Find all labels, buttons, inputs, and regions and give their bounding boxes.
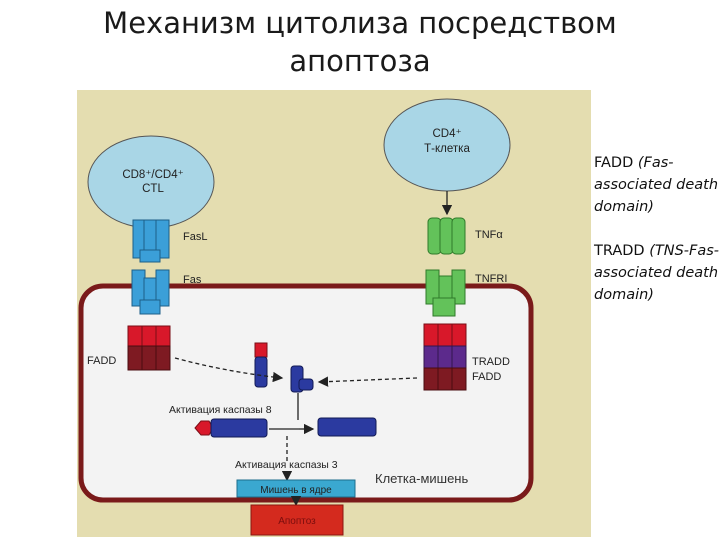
- tnf-trimer: TNFα: [427, 217, 503, 255]
- procaspase-3: [194, 417, 377, 438]
- cd4-t-cell: CD4⁺ Т-клетка: [383, 98, 511, 216]
- tnf-label: TNFα: [475, 229, 503, 241]
- tnfr-label: TNFRI: [475, 273, 507, 285]
- apoptosis-diagram: CD8⁺/CD4⁺ CTL CD4⁺ Т-клетка FasL Fas: [77, 90, 591, 537]
- target-cell-membrane: [78, 283, 534, 503]
- note-tradd: TRADD (TNS-Fas-associated death domain): [594, 240, 720, 306]
- tradd-fadd-complex: TRADD FADD: [423, 323, 510, 391]
- target-cell-label: Клетка-мишень: [375, 471, 468, 486]
- diagram-canvas: CD8⁺/CD4⁺ CTL CD4⁺ Т-клетка FasL Fas: [78, 98, 534, 536]
- cd4-label-line-1: CD4⁺: [432, 128, 461, 140]
- procaspase-8: [254, 342, 314, 393]
- fasl-label: FasL: [183, 231, 207, 243]
- slide-title: Механизм цитолиза посредством апоптоза: [0, 4, 720, 80]
- ctl-cell: CD8⁺/CD4⁺ CTL: [87, 135, 215, 229]
- tnfr-trimer: TNFRI: [425, 269, 507, 317]
- caspase3-label: Активация каспазы 3: [235, 459, 338, 471]
- slide-title-line-2: апоптоза: [289, 44, 431, 78]
- apoptosis-box: [250, 504, 344, 536]
- fadd-left-complex: FADD: [87, 325, 171, 371]
- ctl-label-line-1: CD8⁺/CD4⁺: [122, 169, 183, 181]
- abbreviation-notes: FADD (Fas-associated death domain) TRADD…: [594, 152, 720, 328]
- nucleus-label: Мишень в ядре: [260, 485, 332, 496]
- note-tradd-expansion: (TNS-Fas-associated death domain): [594, 243, 720, 303]
- slide-title-line-1: Механизм цитолиза посредством: [103, 6, 617, 40]
- note-fadd-expansion: (Fas-associated death domain): [594, 155, 719, 215]
- fas-label: Fas: [183, 274, 202, 286]
- fadd-right-label: FADD: [472, 371, 501, 383]
- ctl-label-line-2: CTL: [142, 183, 164, 195]
- note-fadd-abbr: FADD: [594, 155, 634, 171]
- cd4-label-line-2: Т-клетка: [424, 143, 470, 155]
- caspase8-label: Активация каспазы 8: [169, 404, 272, 416]
- fadd-left-label: FADD: [87, 355, 116, 367]
- tradd-label: TRADD: [472, 356, 510, 368]
- note-tradd-abbr: TRADD: [594, 243, 645, 259]
- arrow-tradd-to-caspase8: [317, 376, 418, 387]
- note-fadd: FADD (Fas-associated death domain): [594, 152, 720, 218]
- fas-trimer: Fas: [131, 269, 202, 315]
- apoptosis-label: Апоптоз: [278, 516, 316, 527]
- fasl-trimer: FasL: [132, 219, 207, 263]
